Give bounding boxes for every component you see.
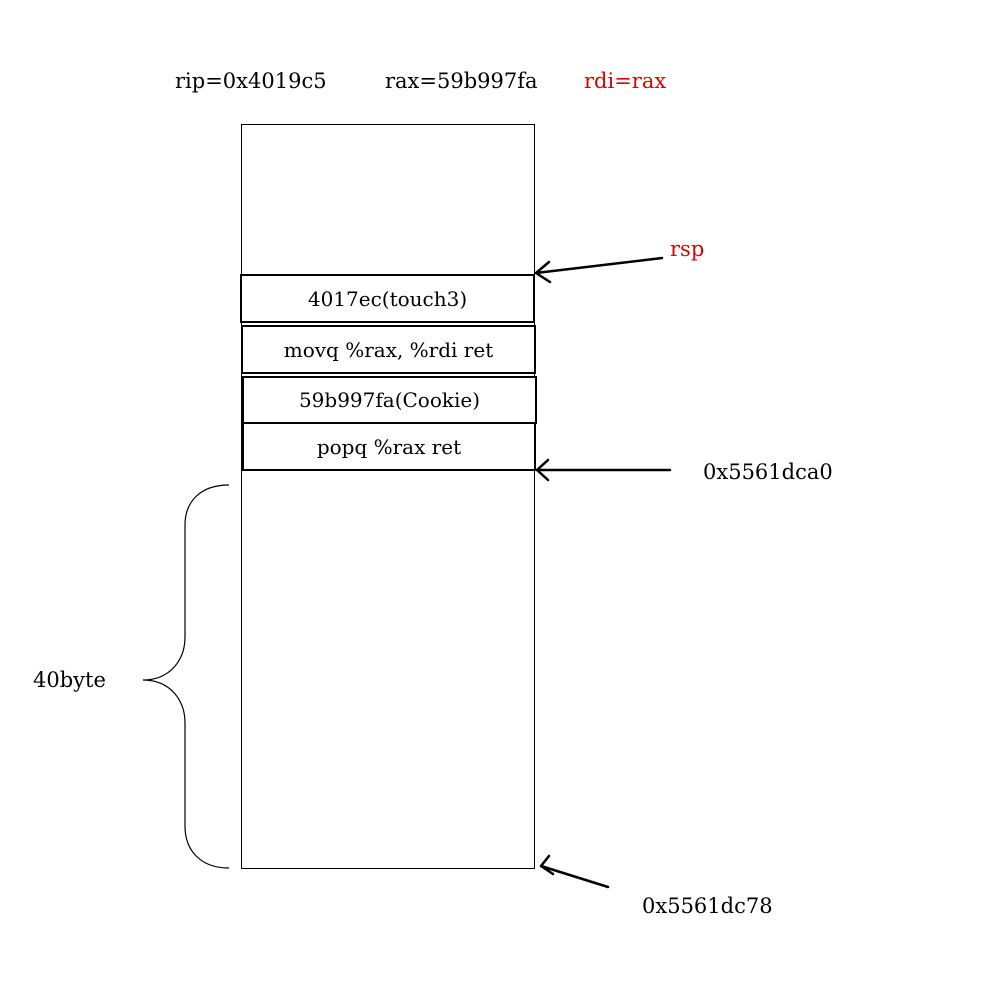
addr-bottom-label: 0x5561dc78 (642, 894, 773, 918)
stack-cell-movq: movq %rax, %rdi ret (241, 325, 536, 374)
rsp-arrow (534, 256, 664, 284)
stack-frame (241, 124, 535, 869)
stack-cell-popq: popq %rax ret (242, 422, 536, 471)
addr-bottom-arrow (539, 854, 610, 889)
rax-label: rax=59b997fa (385, 69, 538, 93)
buffer-brace (142, 484, 230, 869)
rip-label: rip=0x4019c5 (175, 69, 327, 93)
buffer-size-label: 40byte (33, 668, 106, 692)
rdi-label: rdi=rax (584, 69, 667, 93)
addr-top-label: 0x5561dca0 (703, 460, 833, 484)
rsp-label: rsp (670, 237, 705, 261)
addr-top-arrow (535, 458, 672, 482)
stack-cell-touch3: 4017ec(touch3) (240, 274, 535, 323)
